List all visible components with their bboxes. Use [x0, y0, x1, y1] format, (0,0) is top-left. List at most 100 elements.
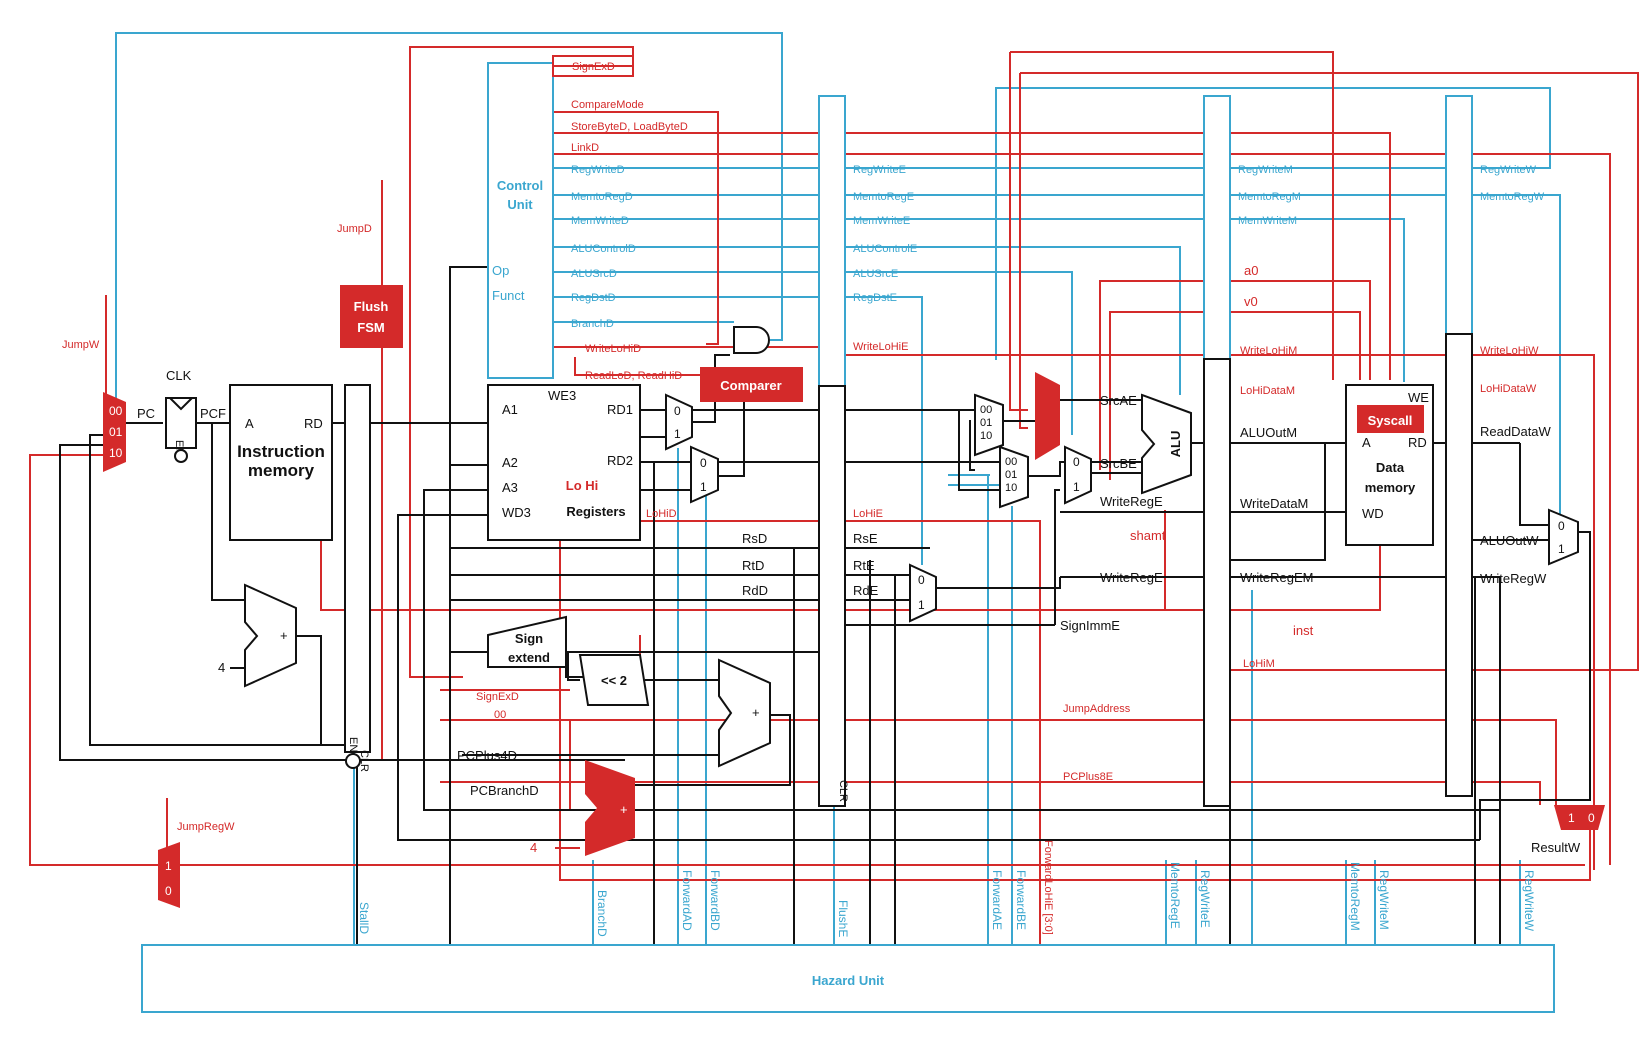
label-rte: RtE — [853, 558, 875, 573]
result-in1: 1 — [1568, 811, 1575, 825]
signal-a0: a0 — [1244, 263, 1258, 278]
alusrc-in0: 0 — [1073, 455, 1080, 469]
branch-adder: + — [718, 658, 771, 768]
branch-adder-plus: + — [752, 705, 760, 720]
label-signimme: SignImmE — [1060, 618, 1120, 633]
reg-e-clr: CLR — [837, 780, 849, 802]
label-srcae: SrcAE — [1100, 393, 1137, 408]
control-unit-op: Op — [492, 263, 509, 278]
label-aluoutw: ALUOutW — [1480, 533, 1539, 548]
label-lohim: LoHiM — [1243, 658, 1275, 670]
pcf-label: PCF — [200, 406, 226, 421]
imem-title-1: Instruction — [237, 442, 325, 461]
forward-mux-ae: 00 01 10 — [974, 393, 1004, 457]
regfile-we3: WE3 — [548, 388, 576, 403]
label-writeregem: WriteRegEM — [1240, 570, 1313, 585]
jump-adder: + — [585, 760, 635, 856]
jump-adder-plus: + — [620, 802, 628, 817]
pc-mux-input-00: 00 — [109, 404, 123, 418]
signal-memtoregd: MemtoRegD — [571, 191, 633, 203]
signal-writelohim: WriteLoHiM — [1240, 345, 1297, 357]
alu: ALU — [1141, 393, 1192, 495]
four-constant-2: 4 — [530, 840, 537, 855]
decode-signal-labels: SignExD CompareMode StoreByteD, LoadByte… — [571, 61, 688, 382]
fwd-bd-in1: 1 — [700, 480, 707, 494]
memtoreg-mux: 0 1 — [1548, 508, 1579, 566]
flush-fsm-title-1: Flush — [354, 299, 389, 314]
hazard-memtoregm: MemtoRegM — [1348, 862, 1362, 931]
memory-signal-labels: RegWriteM MemtoRegM MemWriteM a0 v0 Writ… — [1238, 164, 1301, 397]
alusrc-in1: 1 — [1073, 480, 1080, 494]
syscall: Syscall — [1357, 405, 1424, 433]
signal-regwritee: RegWriteE — [853, 164, 906, 176]
hazard-flushe: FlushE — [836, 900, 850, 937]
pipeline-register-m — [1203, 95, 1231, 807]
jumpreg-in0: 0 — [165, 884, 172, 898]
label-jumpw: JumpW — [62, 339, 100, 351]
label-pcplus8e: PCPlus8E — [1063, 771, 1113, 783]
sign-extend-title-2: extend — [508, 650, 550, 665]
signal-writelohie: WriteLoHiE — [853, 341, 908, 353]
regdst-in0: 0 — [918, 573, 925, 587]
imem-rd-port: RD — [304, 416, 323, 431]
forward-mux-bd: 0 1 — [690, 445, 719, 504]
blue-wires — [115, 32, 1561, 945]
label-inst: inst — [1293, 623, 1314, 638]
hazard-unit: Hazard Unit — [141, 944, 1555, 1013]
hazard-forwardae: ForwardAE — [990, 870, 1004, 930]
label-pcplus4d: PCPlus4D — [457, 748, 517, 763]
signal-memwritem: MemWriteM — [1238, 215, 1297, 227]
syscall-title: Syscall — [1368, 413, 1413, 428]
alu-title: ALU — [1168, 431, 1183, 458]
signal-alusrcd: ALUSrcD — [571, 268, 617, 280]
regfile-a3: A3 — [502, 480, 518, 495]
imem-a-port: A — [245, 416, 254, 431]
label-rsd: RsD — [742, 531, 767, 546]
pc-mux-input-10: 10 — [109, 446, 123, 460]
control-unit-funct: Funct — [492, 288, 525, 303]
label-writedatam: WriteDataM — [1240, 496, 1308, 511]
hazard-forwardad: ForwardAD — [680, 870, 694, 931]
memtoreg-in1: 1 — [1558, 542, 1565, 556]
pc-mux: 00 01 10 — [103, 392, 126, 472]
hazard-stalld: StallD — [357, 902, 371, 934]
branch-and-gate — [733, 326, 782, 354]
execute-signal-labels: RegWriteE MemtoRegE MemWriteE ALUControl… — [853, 164, 917, 353]
signal-comparemode: CompareMode — [571, 99, 644, 111]
fwd-be-in00: 00 — [1005, 456, 1017, 468]
signal-memtoregw: MemtoRegW — [1480, 191, 1545, 203]
flush-fsm: Flush FSM — [340, 285, 403, 348]
imem-title-2: memory — [248, 461, 315, 480]
pipeline-register-w — [1445, 95, 1473, 797]
label-rse: RsE — [853, 531, 878, 546]
signal-lohidataw: LoHiDataW — [1480, 383, 1537, 395]
signal-regwritem: RegWriteM — [1238, 164, 1293, 176]
pc-plus4-adder: + 4 — [218, 583, 297, 688]
label-jumpregw: JumpRegW — [177, 821, 235, 833]
regfile-rd1: RD1 — [607, 402, 633, 417]
label-rdd: RdD — [742, 583, 768, 598]
signal-signexd: SignExD — [572, 61, 615, 73]
forward-mux-be: 00 01 10 — [999, 445, 1029, 509]
label-rde: RdE — [853, 583, 879, 598]
hazard-regwritem: RegWriteM — [1377, 870, 1391, 930]
fwd-be-in10: 10 — [1005, 482, 1017, 494]
signal-memtoregm: MemtoRegM — [1238, 191, 1301, 203]
label-lohie: LoHiE — [853, 508, 883, 520]
label-rtd: RtD — [742, 558, 764, 573]
signal-branchd: BranchD — [571, 318, 614, 330]
regfile-a2: A2 — [502, 455, 518, 470]
control-unit: Control Unit Op Funct — [487, 55, 634, 379]
flush-fsm-title-2: FSM — [357, 320, 384, 335]
label-writerege-2: WriteRegE — [1100, 570, 1163, 585]
signal-readlod-readhid: ReadLoD, ReadHiD — [585, 370, 682, 382]
pc-register: CLK EN — [165, 368, 197, 463]
four-constant: 4 — [218, 660, 225, 675]
regdst-mux: 0 1 — [909, 563, 937, 623]
regfile-rd2: RD2 — [607, 453, 633, 468]
fwd-be-in01: 01 — [1005, 469, 1017, 481]
alusrc-mux: 0 1 — [1064, 445, 1092, 505]
label-srcbe: SrcBE — [1100, 456, 1137, 471]
dmem-title-1: Data — [1376, 460, 1405, 475]
